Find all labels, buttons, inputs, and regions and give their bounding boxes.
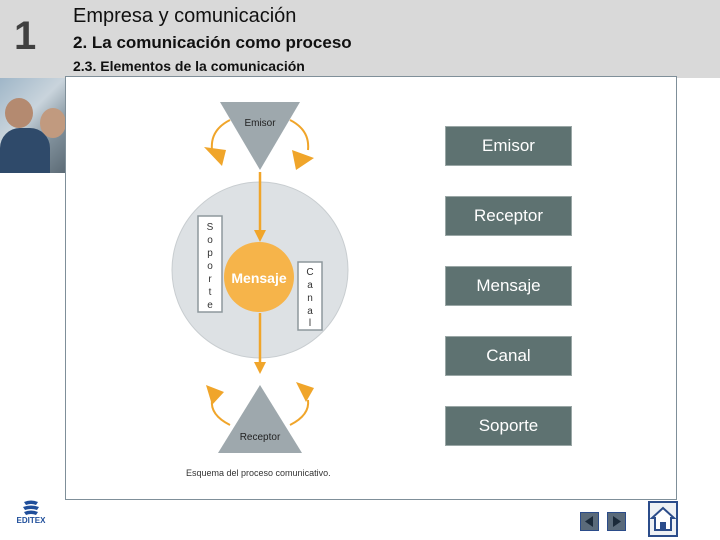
soporte-letter: e — [207, 300, 213, 311]
arrow-right-icon — [613, 516, 621, 527]
arrow-left-icon — [585, 516, 593, 527]
page-subtitle: 2. La comunicación como proceso — [73, 33, 352, 52]
home-icon — [649, 506, 677, 531]
page-title: Empresa y comunicación — [73, 5, 297, 27]
editex-logo: EDITEX — [10, 500, 52, 536]
header-bar: 1 Empresa y comunicación 2. La comunicac… — [0, 0, 720, 78]
logo-text: EDITEX — [16, 516, 46, 525]
feedback-arc-left-top — [210, 119, 231, 151]
soporte-letter: o — [207, 261, 213, 272]
soporte-letter: p — [207, 248, 213, 259]
content-panel — [65, 76, 677, 500]
canal-letter: a — [307, 280, 313, 291]
canal-letter: l — [309, 318, 311, 329]
canal-letter: C — [306, 267, 313, 278]
arrow-head-down-1 — [254, 230, 266, 242]
previous-button[interactable] — [580, 512, 599, 531]
next-button[interactable] — [607, 512, 626, 531]
feedback-arc-right-top — [289, 119, 310, 151]
term-button-mensaje[interactable]: Mensaje — [445, 266, 572, 306]
soporte-letter: r — [208, 274, 212, 285]
feedback-arc-left-bottom — [210, 399, 231, 426]
feedback-arrowhead-right-top — [292, 150, 314, 170]
canal-letter: n — [307, 293, 313, 304]
emisor-label: Emisor — [244, 118, 276, 129]
home-button[interactable] — [648, 501, 678, 537]
header-photo — [0, 78, 66, 173]
term-button-soporte[interactable]: Soporte — [445, 406, 572, 446]
diagram-caption: Esquema del proceso comunicativo. — [186, 468, 331, 478]
mensaje-label: Mensaje — [231, 270, 286, 286]
receptor-triangle — [218, 385, 302, 453]
emisor-triangle — [220, 102, 300, 170]
canal-box — [297, 261, 323, 331]
receptor-label: Receptor — [240, 432, 281, 443]
soporte-box — [197, 215, 223, 313]
term-button-emisor[interactable]: Emisor — [445, 126, 572, 166]
feedback-arrowhead-right-bottom — [296, 382, 314, 402]
term-button-canal[interactable]: Canal — [445, 336, 572, 376]
arrow-head-down-2 — [254, 362, 266, 374]
soporte-letter: S — [207, 222, 214, 233]
section-title: 2.3. Elementos de la comunicación — [73, 58, 305, 74]
term-button-receptor[interactable]: Receptor — [445, 196, 572, 236]
soporte-letter: t — [209, 287, 212, 298]
soporte-letter: o — [207, 235, 213, 246]
mensaje-circle — [224, 242, 294, 312]
feedback-arrowhead-left-bottom — [206, 385, 224, 405]
unit-number: 1 — [14, 14, 37, 58]
canal-letter: a — [307, 306, 313, 317]
feedback-arc-right-bottom — [289, 399, 310, 426]
logo-mark-icon — [23, 500, 39, 515]
feedback-arrowhead-left-top — [204, 147, 226, 166]
